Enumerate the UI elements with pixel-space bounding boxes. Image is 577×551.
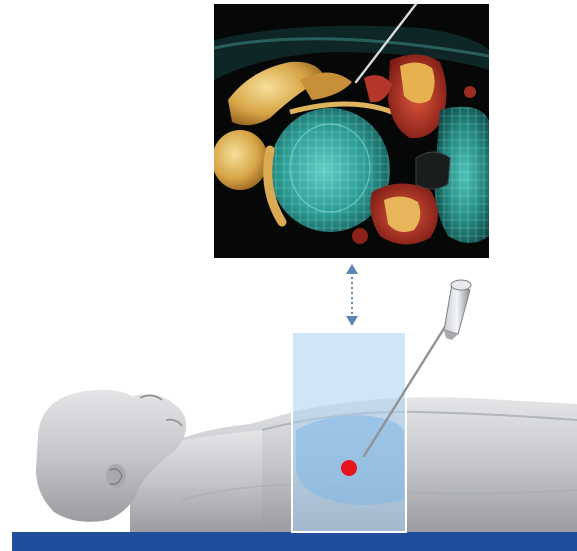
red-dot-target-icon: [341, 460, 357, 476]
double-headed-dotted-arrow-icon: [346, 264, 358, 326]
scan-region-slab: [292, 332, 406, 532]
patient-table: [12, 532, 577, 551]
ct-scan-image: [212, 4, 489, 258]
